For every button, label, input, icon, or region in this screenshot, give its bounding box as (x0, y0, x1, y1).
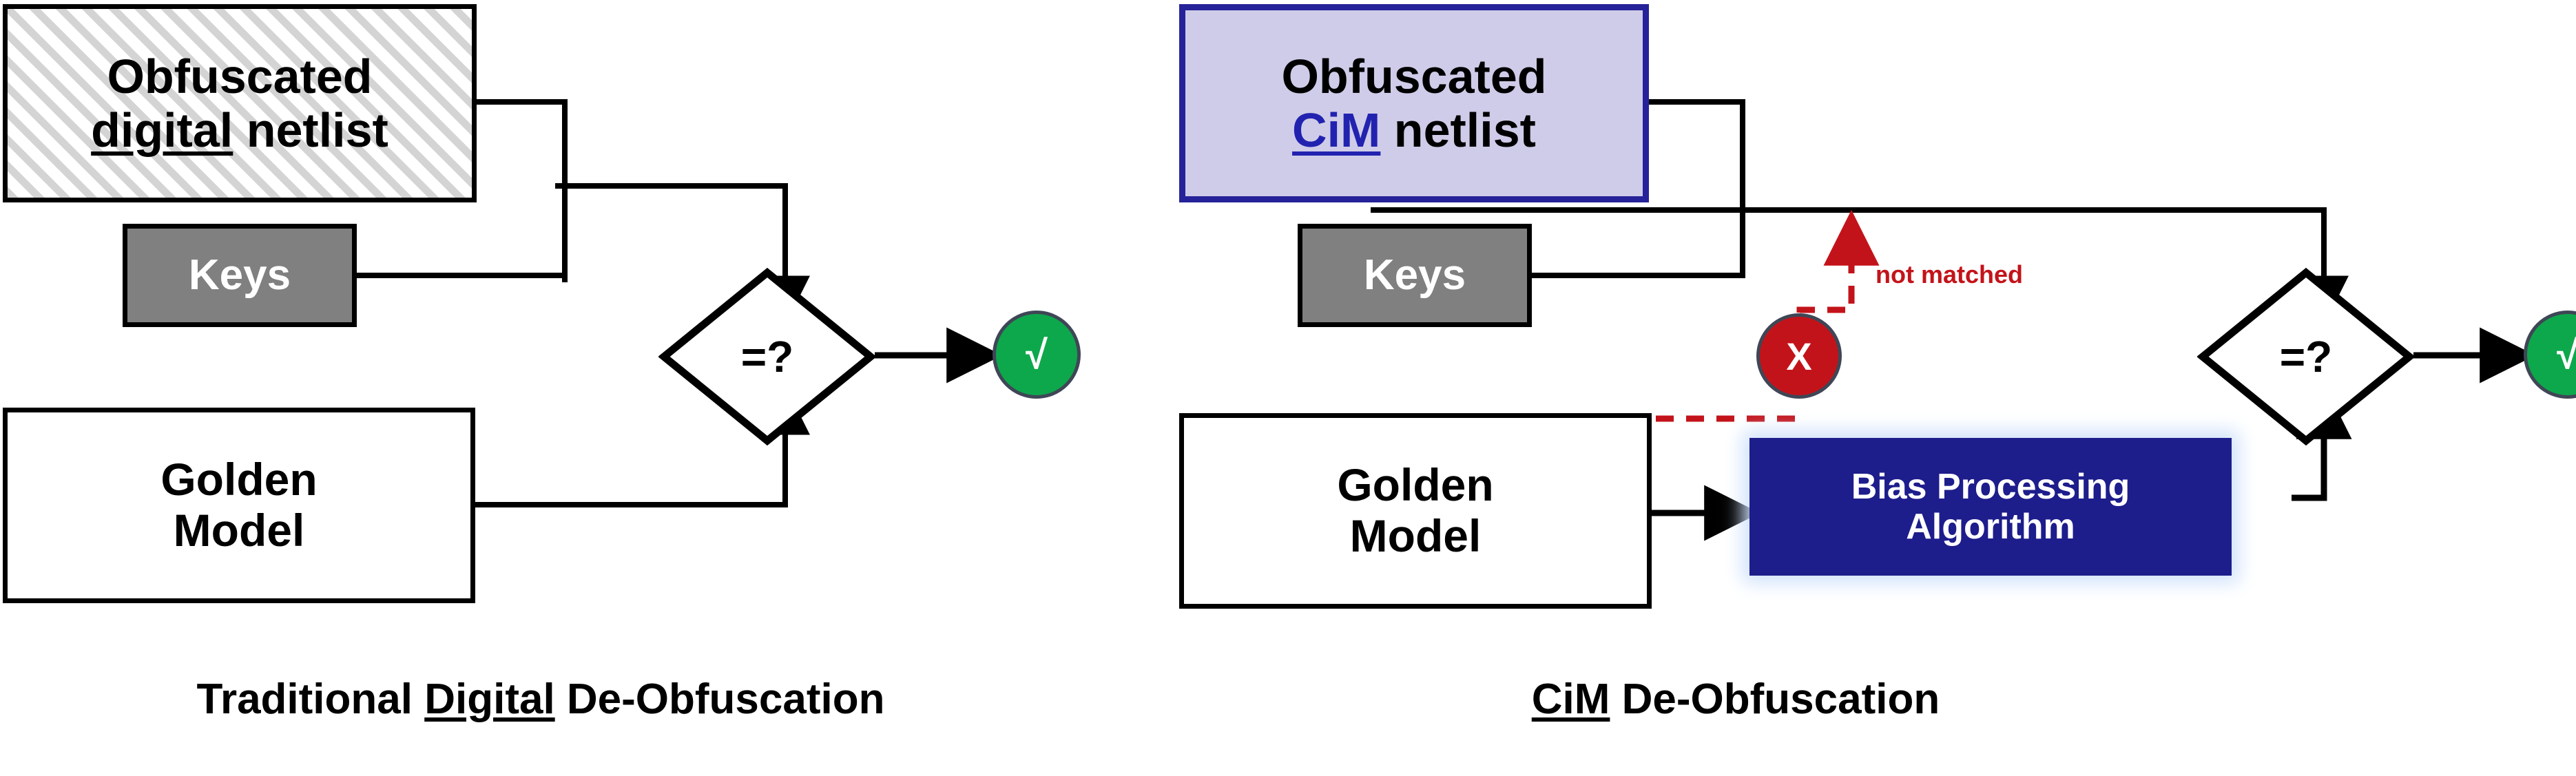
not-matched-text: not matched (1876, 260, 2024, 289)
golden-line-1-right: Golden (1337, 459, 1494, 511)
mismatch-x-circle[interactable]: X (1756, 313, 1842, 399)
caption-left-highlight: Digital (424, 675, 555, 723)
bias-line-2: Algorithm (1906, 507, 2075, 547)
close-x-icon: X (1786, 334, 1812, 378)
check-icon-right: √ (2557, 332, 2576, 377)
caption-left: Traditional Digital De-Obfuscation (0, 675, 1081, 724)
cim-netlist-line-2-rest: netlist (1380, 103, 1536, 157)
compare-diamond-left[interactable]: =? (658, 267, 877, 446)
not-matched-label: not matched (1876, 260, 2023, 289)
netlist-line-2-rest: netlist (233, 103, 388, 157)
caption-right-highlight: CiM (1531, 675, 1610, 723)
golden-line-2-right: Model (1349, 510, 1482, 561)
cim-netlist-line-1: Obfuscated (1281, 49, 1547, 103)
diamond-shape-left (658, 267, 877, 446)
compare-label-left: =? (740, 332, 794, 381)
cim-netlist-line-2: CiM netlist (1292, 103, 1536, 157)
caption-right-suffix: De-Obfuscation (1610, 675, 1940, 723)
keys-label-right: Keys (1363, 251, 1466, 300)
netlist-highlight-digital: digital (91, 103, 233, 157)
netlist-line-2: digital netlist (91, 103, 388, 157)
match-ok-circle-right[interactable]: √ (2524, 311, 2576, 399)
bias-processing-algorithm-box[interactable]: Bias Processing Algorithm (1749, 438, 2232, 576)
compare-diamond-right[interactable]: =? (2196, 267, 2416, 446)
obfuscated-cim-netlist-box[interactable]: Obfuscated CiM netlist (1179, 4, 1649, 202)
diamond-shape-right (2196, 267, 2416, 446)
bias-line-1: Bias Processing (1851, 466, 2130, 507)
keys-box-left[interactable]: Keys (123, 224, 357, 327)
compare-label-right: =? (2279, 332, 2333, 381)
caption-left-prefix: Traditional (196, 675, 425, 723)
golden-line-1-left: Golden (160, 454, 318, 505)
golden-model-box-left[interactable]: Golden Model (3, 408, 475, 603)
netlist-line-1: Obfuscated (107, 49, 373, 103)
keys-box-right[interactable]: Keys (1298, 224, 1532, 327)
caption-right: CiM De-Obfuscation (1198, 675, 2273, 724)
golden-line-2-left: Model (173, 505, 305, 556)
keys-label-left: Keys (188, 251, 291, 300)
cim-netlist-highlight: CiM (1292, 103, 1381, 157)
golden-model-box-right[interactable]: Golden Model (1179, 413, 1652, 609)
obfuscated-digital-netlist-box[interactable]: Obfuscated digital netlist (3, 4, 477, 202)
check-icon-left: √ (1026, 332, 1048, 377)
caption-left-suffix: De-Obfuscation (554, 675, 885, 723)
match-ok-circle-left[interactable]: √ (993, 311, 1081, 399)
